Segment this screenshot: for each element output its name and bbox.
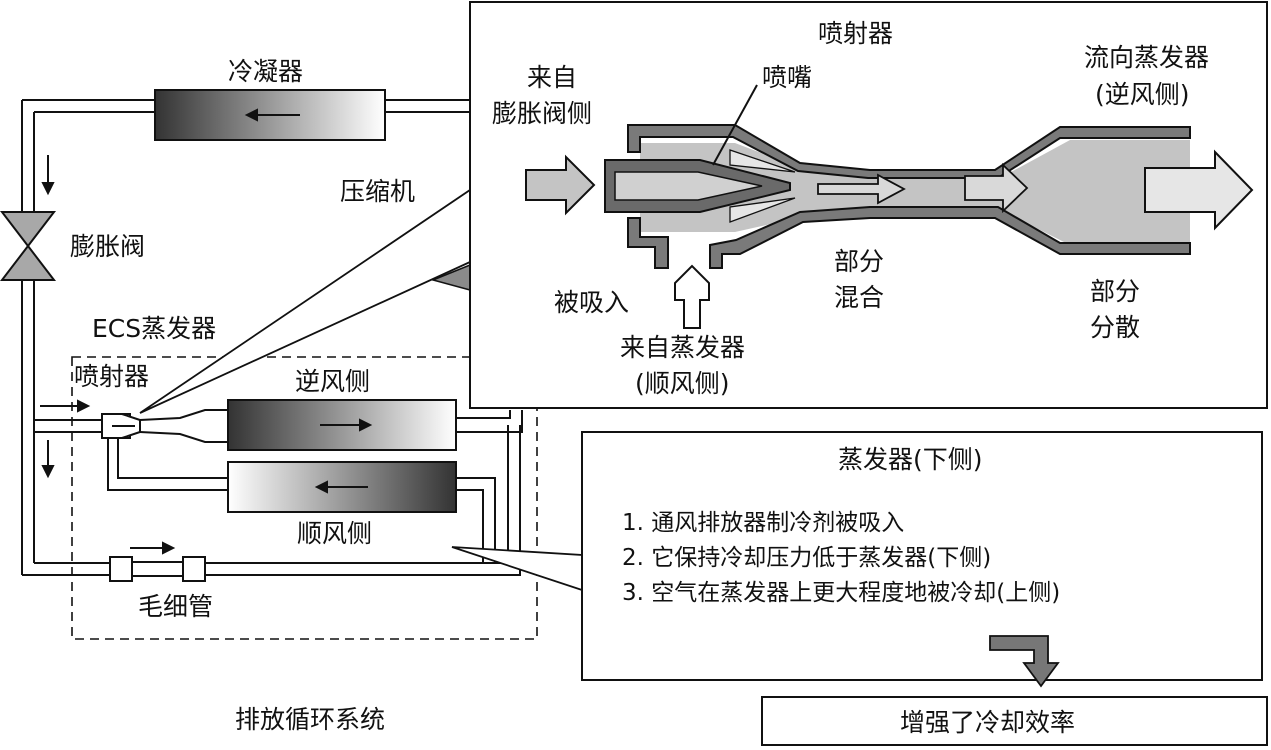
diffuse-line1: 部分 <box>1090 277 1140 306</box>
ejector-lower-wall <box>627 217 669 269</box>
mix-arrow-icon <box>817 173 906 205</box>
nozzle-label: 喷嘴 <box>762 63 812 92</box>
nozzle-leader <box>712 84 758 166</box>
note-item-1: 1. 通风排放器制冷剂被吸入 <box>622 510 904 536</box>
result-text: 增强了冷却效率 <box>900 708 1075 737</box>
expansion-valve-icon <box>0 211 57 281</box>
result-arrow-icon <box>989 635 1060 688</box>
ejector-detail-title: 喷射器 <box>818 19 893 48</box>
system-caption: 排放循环系统 <box>235 705 385 734</box>
from-evaporator-line2: (顺风侧) <box>635 369 730 398</box>
mix-line1: 部分 <box>834 247 884 276</box>
ejector-small-label: 喷射器 <box>74 362 149 391</box>
downwind-label: 顺风侧 <box>297 519 372 548</box>
loop-piping <box>21 99 523 576</box>
mix-line2: 混合 <box>834 283 884 312</box>
capillary-icon <box>109 556 206 582</box>
evaporator-note-box <box>581 431 1263 681</box>
from-expansion-line1: 来自 <box>527 63 577 92</box>
diffuse-line2: 分散 <box>1090 313 1140 342</box>
note-item-3: 3. 空气在蒸发器上更大程度地被冷却(上侧) <box>622 580 1060 606</box>
suction-label: 被吸入 <box>554 288 629 317</box>
result-box <box>761 696 1268 746</box>
nozzle-core <box>614 171 763 201</box>
upwind-label: 逆风侧 <box>295 367 370 396</box>
to-evaporator-line1: 流向蒸发器 <box>1084 43 1209 72</box>
ejector-lower-wall-right <box>709 206 1191 269</box>
nozzle-spray-upper <box>729 149 796 173</box>
ejector-upper-wall <box>627 124 1191 179</box>
suction-arrow-icon <box>674 264 710 329</box>
upwind-arrow <box>320 418 373 432</box>
ejector-small-icon <box>101 413 141 439</box>
to-evaporator-line2: (逆风侧) <box>1095 80 1190 109</box>
downwind-arrow <box>314 480 368 494</box>
expansion-valve-label: 膨胀阀 <box>70 232 145 261</box>
from-evaporator-line1: 来自蒸发器 <box>620 333 745 362</box>
ecs-evaporator-box <box>71 356 538 640</box>
mid-arrow-icon <box>964 162 1029 214</box>
nozzle-spray-lower <box>729 197 796 223</box>
ecs-evaporator-label: ECS蒸发器 <box>92 314 216 343</box>
evaporator-note-title: 蒸发器(下侧) <box>838 445 983 474</box>
compressor-label: 压缩机 <box>340 177 415 206</box>
condenser-arrow <box>244 108 300 122</box>
capillary-label: 毛细管 <box>138 592 213 621</box>
condenser-label: 冷凝器 <box>228 57 303 86</box>
from-expansion-line2: 膨胀阀侧 <box>492 99 592 128</box>
loop-flow-arrows <box>40 155 176 555</box>
note-callout-leader <box>451 546 583 592</box>
inlet-arrow-icon <box>525 154 596 216</box>
outlet-arrow-icon <box>1144 149 1254 231</box>
note-item-2: 2. 它保持冷却压力低于蒸发器(下侧) <box>622 545 991 571</box>
